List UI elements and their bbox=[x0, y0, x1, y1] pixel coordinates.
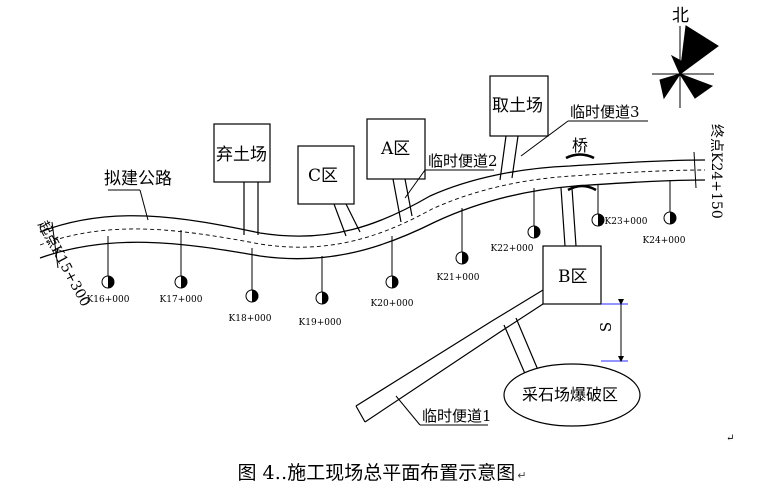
station-marker-k18: K18+000 bbox=[229, 248, 272, 324]
figure-caption: 图 4‥施工现场总平面布置示意图↵ bbox=[0, 458, 764, 485]
station-label: K22+000 bbox=[491, 244, 534, 254]
quarry-area-label: 采石场爆破区 bbox=[522, 385, 618, 404]
c-area-connector bbox=[333, 203, 361, 237]
station-label: K23+000 bbox=[605, 217, 648, 227]
access-road-1 bbox=[355, 289, 544, 423]
a-area-connector bbox=[392, 178, 413, 223]
north-arrow-icon bbox=[652, 25, 719, 108]
proposed-highway bbox=[39, 159, 706, 260]
borrow-area-connector bbox=[499, 135, 519, 181]
station-marker-k20: K20+000 bbox=[371, 236, 414, 309]
figure-caption-text: 图 4‥施工现场总平面布置示意图 bbox=[237, 462, 516, 484]
road-edge-bottom bbox=[39, 179, 706, 260]
c-area-box bbox=[297, 145, 355, 205]
station-marker-k17: K17+000 bbox=[160, 230, 203, 305]
bridge-symbol bbox=[565, 153, 597, 192]
road-start-label: 起点K15+300 bbox=[34, 218, 93, 309]
road-edge-top bbox=[39, 159, 706, 237]
station-marker-k23: K23+000 bbox=[591, 184, 648, 227]
north-label: 北 bbox=[672, 6, 689, 26]
access-road-3-label: 临时便道3 bbox=[570, 103, 640, 121]
access-road-1-label: 临时便道1 bbox=[422, 407, 492, 425]
road-name-leader bbox=[108, 189, 149, 221]
station-label: K17+000 bbox=[160, 295, 203, 305]
return-mark: ↵ bbox=[726, 433, 734, 444]
borrow-area-box bbox=[489, 75, 549, 137]
station-label: K20+000 bbox=[371, 299, 414, 309]
access-road-2-leader bbox=[404, 169, 494, 199]
access-road-2-label: 临时便道2 bbox=[428, 152, 498, 170]
quarry-blasting-area bbox=[503, 363, 641, 427]
access-road-1-leader bbox=[395, 395, 488, 426]
road-end-label: 终点K24+150 bbox=[708, 124, 724, 219]
road-centerline bbox=[39, 169, 706, 248]
distance-label: S bbox=[597, 322, 615, 332]
borrow-area-label: 取土场 bbox=[492, 96, 543, 116]
station-label: K21+000 bbox=[437, 273, 480, 283]
road-start-end-marks bbox=[51, 151, 697, 269]
caption-return-mark: ↵ bbox=[517, 469, 527, 482]
station-markers: K16+000 K17+000 K18+000 K19+000 K20+000 bbox=[87, 180, 686, 328]
station-marker-k24: K24+000 bbox=[643, 180, 686, 246]
spoil-area-box bbox=[213, 123, 271, 183]
station-marker-k16: K16+000 bbox=[87, 236, 130, 305]
station-label: K16+000 bbox=[87, 295, 130, 305]
station-marker-k19: K19+000 bbox=[299, 256, 342, 328]
station-marker-k22: K22+000 bbox=[491, 188, 541, 254]
bridge-label: 桥 bbox=[572, 136, 588, 155]
spoil-area-label: 弃土场 bbox=[216, 145, 267, 165]
station-marker-k21: K21+000 bbox=[437, 208, 480, 283]
station-label: K24+000 bbox=[643, 236, 686, 246]
b-area-box bbox=[542, 245, 602, 305]
b-area-label: B区 bbox=[558, 267, 588, 287]
spoil-area-connector bbox=[243, 182, 259, 235]
b-area-connector bbox=[560, 187, 577, 247]
c-area-label: C区 bbox=[308, 166, 338, 186]
a-area-box bbox=[366, 118, 426, 180]
distance-dimension bbox=[601, 299, 628, 362]
road-name-label: 拟建公路 bbox=[104, 169, 172, 189]
access-road-3-leader bbox=[520, 120, 648, 157]
a-area-label: A区 bbox=[380, 139, 410, 159]
station-label: K19+000 bbox=[299, 318, 342, 328]
station-label: K18+000 bbox=[229, 314, 272, 324]
